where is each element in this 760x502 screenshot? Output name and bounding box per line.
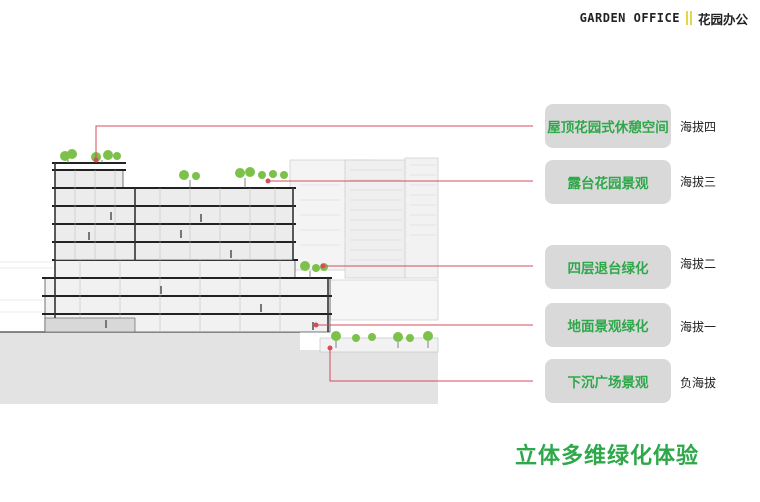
terrace-trees bbox=[179, 167, 288, 180]
level-label-2: 海拔二 bbox=[680, 257, 717, 271]
leader-lines bbox=[95, 125, 533, 382]
header-divider bbox=[685, 11, 692, 25]
bottom-title: 立体多维绿化体验 bbox=[515, 444, 700, 469]
podium-floors bbox=[44, 259, 331, 333]
leader-dots bbox=[93, 157, 333, 351]
people-figures bbox=[88, 212, 314, 330]
header: GARDEN OFFICE 花园办公 bbox=[580, 9, 748, 27]
structural-columns bbox=[54, 163, 329, 332]
level-label-3: 海拔三 bbox=[680, 175, 717, 189]
callout-fourth-floor-greening: 四层退台绿化 bbox=[545, 245, 671, 289]
tree-trunks bbox=[67, 160, 429, 348]
callout-ground-landscape: 地面景观绿化 bbox=[545, 303, 671, 347]
tower-floors bbox=[54, 169, 294, 261]
callout-terrace-garden: 露台花园景观 bbox=[545, 160, 671, 204]
ground-trees bbox=[331, 331, 433, 342]
level-label-4: 海拔四 bbox=[680, 120, 717, 134]
callout-roof-garden: 屋顶花园式休憩空间 bbox=[545, 104, 671, 148]
lobby-base bbox=[44, 317, 136, 333]
header-title-en: GARDEN OFFICE bbox=[579, 11, 680, 25]
callout-sunken-plaza: 下沉广场景观 bbox=[545, 359, 671, 403]
level-label-1: 海拔一 bbox=[680, 320, 717, 334]
roof-trees bbox=[60, 149, 121, 162]
header-title-cn: 花园办公 bbox=[697, 11, 748, 27]
tower-slabs bbox=[52, 162, 296, 243]
level-label-negative: 负海拔 bbox=[680, 376, 717, 390]
background-facade-lines bbox=[300, 164, 436, 261]
